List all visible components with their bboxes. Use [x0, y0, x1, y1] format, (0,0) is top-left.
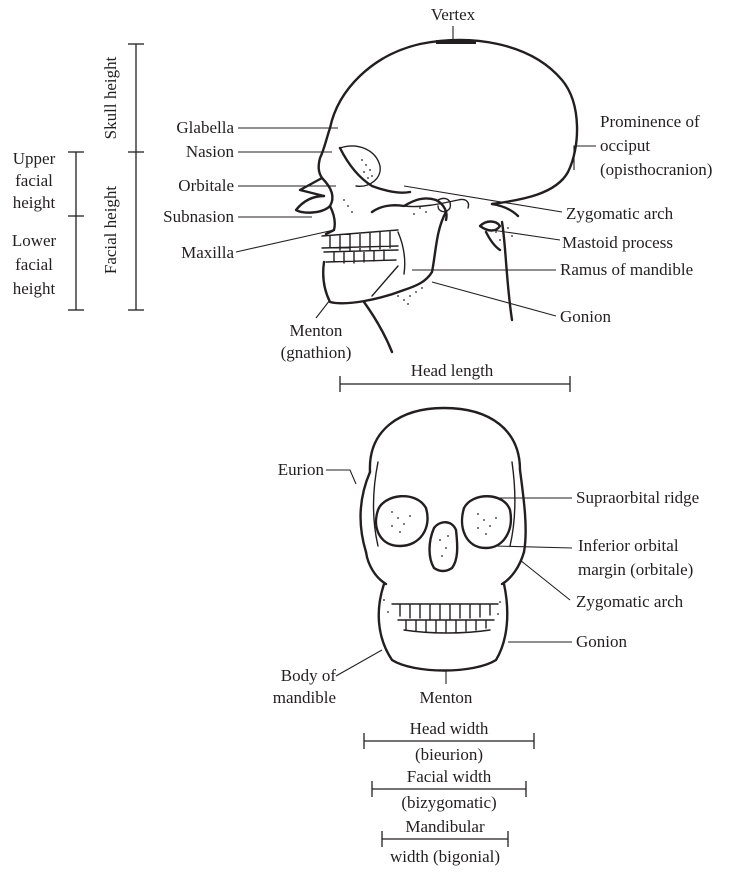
label-skull-height: Skull height [101, 56, 120, 139]
inferior-orbital-leader [494, 546, 572, 548]
lateral-zygomatic-bone [372, 198, 447, 220]
label-glabella: Glabella [176, 118, 234, 137]
zygomatic-frontal-leader [520, 560, 570, 600]
label-orbitale: Orbitale [178, 176, 234, 195]
label-nasion: Nasion [186, 142, 235, 161]
label-vertex: Vertex [431, 5, 476, 24]
label-upper-facial-3: height [13, 193, 56, 212]
label-inferior-orbital-2: margin (orbitale) [578, 560, 693, 579]
frontal-upper-teeth [392, 604, 498, 619]
label-lower-facial-1: Lower [12, 231, 57, 250]
frontal-nasal-aperture [430, 522, 458, 571]
lateral-nasal-bone [300, 178, 324, 196]
label-facial-height: Facial height [101, 186, 120, 275]
label-lower-facial-2: facial [15, 255, 53, 274]
label-head-length: Head length [411, 361, 494, 380]
lateral-neck-front [364, 302, 392, 352]
gonion-lateral-leader [432, 282, 556, 316]
label-menton-lateral-2: (gnathion) [281, 343, 352, 362]
label-prominence-1: Prominence of [600, 112, 700, 131]
lateral-cranium-outline [330, 40, 577, 204]
label-facial-width-1: Facial width [407, 767, 492, 786]
label-eurion: Eurion [278, 460, 325, 479]
label-mandibular-width-1: Mandibular [405, 817, 485, 836]
mastoid-leader [492, 230, 560, 240]
frontal-left-orbit [376, 496, 427, 546]
lateral-ramus-line [372, 232, 405, 296]
lateral-skull-drawing [296, 40, 577, 352]
lateral-face-profile [319, 128, 330, 178]
label-head-width-1: Head width [410, 719, 489, 738]
label-facial-width-2: (bizygomatic) [401, 793, 496, 812]
frontal-labels: Eurion Supraorbital ridge Inferior orbit… [273, 460, 699, 866]
label-zygomatic-frontal: Zygomatic arch [576, 592, 684, 611]
label-prominence-3: (opisthocranion) [600, 160, 712, 179]
label-subnasion: Subnasion [163, 207, 234, 226]
label-gonion-frontal: Gonion [576, 632, 628, 651]
lateral-lower-teeth [324, 250, 398, 263]
label-mastoid: Mastoid process [562, 233, 673, 252]
label-head-width-2: (bieurion) [415, 745, 483, 764]
label-maxilla: Maxilla [181, 243, 234, 262]
frontal-mandible-outline [379, 584, 508, 671]
frontal-cranium-outline [370, 408, 526, 552]
label-inferior-orbital-1: Inferior orbital [578, 536, 679, 555]
label-body-mandible-1: Body of [281, 666, 337, 685]
label-ramus: Ramus of mandible [560, 260, 693, 279]
lateral-labels: Vertex Glabella Nasion Orbitale Subnasio… [12, 5, 713, 380]
label-lower-facial-3: height [13, 279, 56, 298]
frontal-left-cheek [366, 552, 386, 584]
body-mandible-leader [336, 650, 382, 676]
prominence-leader [574, 146, 596, 170]
label-upper-facial-2: facial [15, 171, 53, 190]
frontal-right-temple-line [510, 462, 515, 546]
label-supraorbital: Supraorbital ridge [576, 488, 699, 507]
frontal-lower-teeth [398, 620, 494, 633]
label-menton-frontal: Menton [420, 688, 473, 707]
frontal-right-cheek [502, 552, 524, 584]
lateral-leader-lines [236, 26, 596, 318]
label-zygomatic-lateral: Zygomatic arch [566, 204, 674, 223]
frontal-skull-drawing [360, 408, 525, 671]
label-prominence-2: occiput [600, 136, 650, 155]
eurion-leader [326, 470, 356, 484]
label-upper-facial-1: Upper [13, 149, 56, 168]
frontal-stipple [383, 511, 501, 615]
frontal-right-orbit [462, 496, 511, 548]
maxilla-leader [236, 230, 334, 252]
label-body-mandible-2: mandible [273, 688, 336, 707]
label-gonion-lateral: Gonion [560, 307, 612, 326]
lateral-neck-back [502, 222, 512, 320]
label-menton-lateral-1: Menton [290, 321, 343, 340]
lateral-orbit [340, 146, 380, 186]
frontal-left-temple [360, 472, 370, 552]
menton-lateral-leader [316, 300, 330, 318]
lateral-upper-teeth [322, 230, 398, 251]
lateral-mastoid [480, 222, 500, 231]
frontal-leader-lines [326, 470, 572, 684]
lateral-maxilla-outline [326, 148, 410, 234]
label-mandibular-width-2: width (bigonial) [390, 847, 500, 866]
